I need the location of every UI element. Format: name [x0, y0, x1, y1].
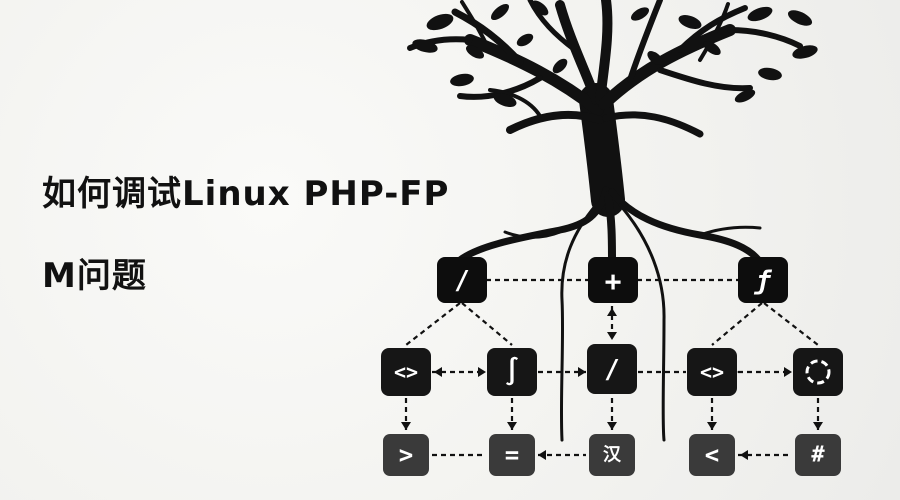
node-bottom-less-than: <: [689, 434, 735, 476]
svg-text:<: <: [705, 441, 719, 469]
node-bottom-hash: #: [795, 434, 841, 476]
refresh-icon: [805, 359, 831, 385]
svg-text:>: >: [399, 441, 413, 469]
svg-text:<>: <>: [700, 360, 724, 384]
svg-text:汉: 汉: [603, 445, 622, 466]
page-title-line-2: M问题: [42, 256, 147, 296]
node-bottom-equals: =: [489, 434, 535, 476]
node-mid-refresh: [793, 348, 843, 396]
node-bottom-greater-than: >: [383, 434, 429, 476]
node-top-plus: +: [588, 257, 638, 303]
node-mid-code: <>: [687, 348, 737, 396]
svg-text:=: =: [505, 441, 519, 469]
tree-roots: [456, 186, 764, 442]
svg-text:+: +: [605, 265, 622, 298]
svg-text:∫: ∫: [504, 356, 520, 387]
node-mid-angle-code: <>: [381, 348, 431, 396]
svg-text:/: /: [604, 355, 620, 385]
node-top-function: ƒ: [738, 257, 788, 303]
svg-text:/: /: [454, 266, 470, 296]
page-title-line-1: 如何调试Linux PHP-FP: [42, 174, 450, 214]
svg-text:#: #: [811, 443, 825, 468]
tree-canopy: [407, 0, 803, 217]
svg-text:ƒ: ƒ: [753, 266, 772, 296]
node-bottom-chinese-char: 汉: [589, 434, 635, 476]
node-mid-slash: /: [587, 344, 637, 394]
tree-leaves: [412, 0, 818, 107]
node-top-slash: /: [437, 257, 487, 303]
svg-text:<>: <>: [394, 360, 418, 384]
node-mid-integral: ∫: [487, 348, 537, 396]
